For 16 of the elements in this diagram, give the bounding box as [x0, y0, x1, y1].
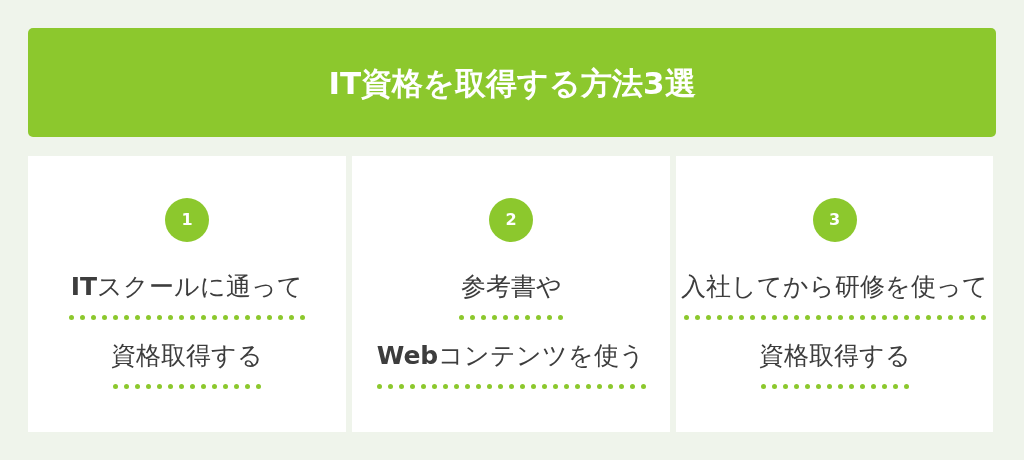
method-text: Webコンテンツを使う	[376, 340, 646, 372]
title-text: IT資格を取得する方法3選	[328, 63, 696, 103]
method-text: 参考書や	[460, 271, 562, 303]
method-text: ITスクールに通って	[70, 271, 304, 303]
step-number: 1	[181, 210, 193, 230]
method-card	[28, 156, 346, 432]
step-number: 2	[505, 210, 517, 230]
number-circle	[165, 198, 209, 242]
number-circle	[812, 198, 857, 242]
number-circle	[489, 198, 533, 242]
method-text: 資格取得する	[111, 340, 263, 372]
method-text: 入社してから研修を使って	[681, 271, 988, 303]
method-card	[352, 156, 670, 432]
method-card	[676, 156, 993, 432]
method-text: 資格取得する	[758, 340, 911, 372]
step-number: 3	[828, 210, 841, 230]
